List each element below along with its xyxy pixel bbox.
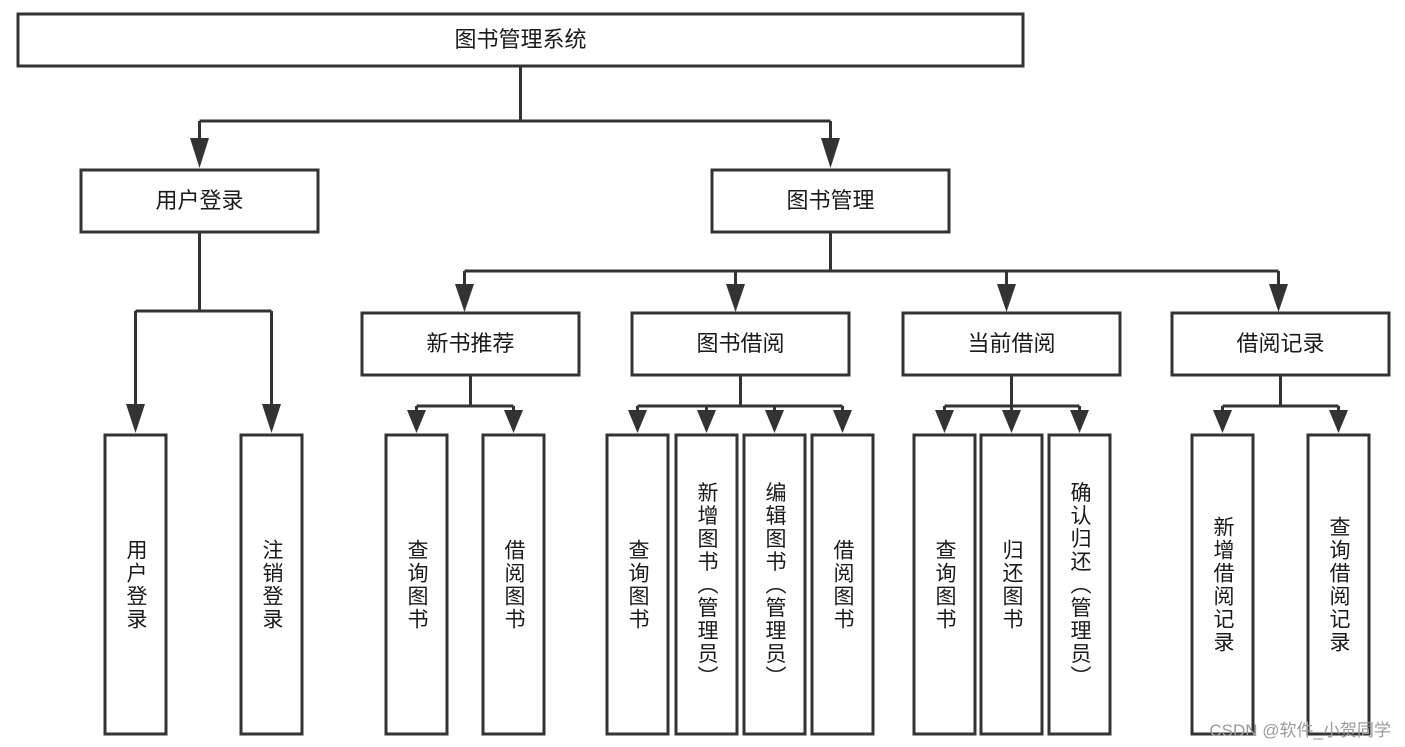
arrow-head-l3-0: [455, 284, 474, 312]
arrow-head-nbr-1: [504, 410, 523, 433]
arrow-head-bb-2: [765, 410, 784, 433]
node-new-book-recommend[interactable]: 新书推荐: [360, 311, 581, 377]
node-root-label: 图书管理系统: [454, 27, 586, 52]
arrow-head-bb-3: [833, 410, 852, 433]
leaf-node[interactable]: 归还图书: [979, 433, 1044, 736]
leaf-label-cb-2: 确认归还（管理员）: [1068, 482, 1092, 689]
arrow-head-nbr-0: [407, 410, 426, 433]
arrow-head-ul-0: [126, 404, 145, 433]
leaf-box-bb-2[interactable]: [742, 433, 807, 736]
arrow-head-book-manage: [821, 138, 840, 168]
leaf-box-bb-0[interactable]: [605, 433, 670, 736]
node-borrow-record-label: 借阅记录: [1236, 331, 1324, 356]
leaf-box-br-0[interactable]: [1190, 433, 1255, 736]
leaf-box-br-1[interactable]: [1306, 433, 1371, 736]
node-root-box[interactable]: [16, 12, 1025, 68]
leaf-box-nbr-1[interactable]: [481, 433, 546, 736]
node-root[interactable]: 图书管理系统: [16, 12, 1025, 68]
leaf-node[interactable]: 借阅图书: [810, 433, 875, 736]
node-borrow-record-box[interactable]: [1170, 311, 1391, 377]
arrow-head-cb-0: [935, 410, 954, 433]
connector-layer: [126, 66, 1348, 433]
leaf-node[interactable]: 新增借阅记录: [1190, 433, 1255, 736]
leaf-node[interactable]: 查询借阅记录: [1306, 433, 1371, 736]
arrow-head-l3-3: [1269, 284, 1288, 312]
leaf-label-br-1: 查询借阅记录: [1327, 516, 1351, 654]
arrow-head-cb-2: [1070, 410, 1089, 433]
node-new-book-recommend-label: 新书推荐: [426, 331, 514, 356]
leaf-box-cb-0[interactable]: [912, 433, 977, 736]
arrow-head-ul-1: [262, 404, 281, 433]
node-user-login-label: 用户登录: [155, 188, 243, 213]
leaf-box-nbr-0[interactable]: [384, 433, 449, 736]
arrow-head-bb-0: [628, 410, 647, 433]
leaf-label-cb-1: 归还图书: [1000, 539, 1024, 631]
arrow-head-user-login: [190, 138, 209, 168]
leaf-box-ul-1[interactable]: [239, 433, 304, 736]
leaf-label-bb-2: 编辑图书（管理员）: [763, 482, 787, 689]
leaf-node[interactable]: 确认归还（管理员）: [1047, 433, 1112, 736]
leaf-label-nbr-0: 查询图书: [405, 539, 429, 631]
node-book-manage-label: 图书管理: [786, 188, 874, 213]
leaf-label-bb-0: 查询图书: [626, 539, 650, 631]
arrow-head-bb-1: [697, 410, 716, 433]
leaf-box-bb-3[interactable]: [810, 433, 875, 736]
node-book-borrow-label: 图书借阅: [696, 331, 784, 356]
leaf-node[interactable]: 查询图书: [912, 433, 977, 736]
node-current-borrow-label: 当前借阅: [967, 331, 1055, 356]
leaf-label-ul-1: 注销登录: [260, 539, 284, 631]
node-book-manage-box[interactable]: [710, 168, 951, 234]
leaf-node[interactable]: 注销登录: [239, 433, 304, 736]
csdn-watermark: CSDN @软件_小贺同学: [1209, 721, 1391, 740]
leaf-node[interactable]: 新增图书（管理员）: [674, 433, 739, 736]
node-current-borrow-box[interactable]: [901, 311, 1122, 377]
leaf-node[interactable]: 编辑图书（管理员）: [742, 433, 807, 736]
leaf-label-bb-3: 借阅图书: [831, 539, 855, 631]
leaf-box-cb-2[interactable]: [1047, 433, 1112, 736]
arrow-head-br-1: [1329, 410, 1348, 433]
node-new-book-recommend-box[interactable]: [360, 311, 581, 377]
leaf-node[interactable]: 用户登录: [103, 433, 168, 736]
node-book-borrow[interactable]: 图书借阅: [630, 311, 851, 377]
leaf-label-bb-1: 新增图书（管理员）: [695, 482, 719, 689]
arrow-head-l3-1: [726, 284, 745, 312]
leaf-label-br-0: 新增借阅记录: [1211, 516, 1235, 654]
leaf-box-cb-1[interactable]: [979, 433, 1044, 736]
arrow-head-cb-1: [1002, 410, 1021, 433]
node-user-login-box[interactable]: [79, 168, 320, 234]
node-user-login[interactable]: 用户登录: [79, 168, 320, 234]
arrow-head-br-0: [1213, 410, 1232, 433]
leaf-box-bb-1[interactable]: [674, 433, 739, 736]
leaf-label-ul-0: 用户登录: [124, 539, 148, 631]
node-book-manage[interactable]: 图书管理: [710, 168, 951, 234]
node-current-borrow[interactable]: 当前借阅: [901, 311, 1122, 377]
leaf-node[interactable]: 查询图书: [384, 433, 449, 736]
node-borrow-record[interactable]: 借阅记录: [1170, 311, 1391, 377]
leaf-node[interactable]: 借阅图书: [481, 433, 546, 736]
leaf-label-nbr-1: 借阅图书: [502, 539, 526, 631]
arrow-head-l3-2: [997, 284, 1016, 312]
leaf-label-cb-0: 查询图书: [933, 539, 957, 631]
node-book-borrow-box[interactable]: [630, 311, 851, 377]
leaf-box-ul-0[interactable]: [103, 433, 168, 736]
leaf-node[interactable]: 查询图书: [605, 433, 670, 736]
